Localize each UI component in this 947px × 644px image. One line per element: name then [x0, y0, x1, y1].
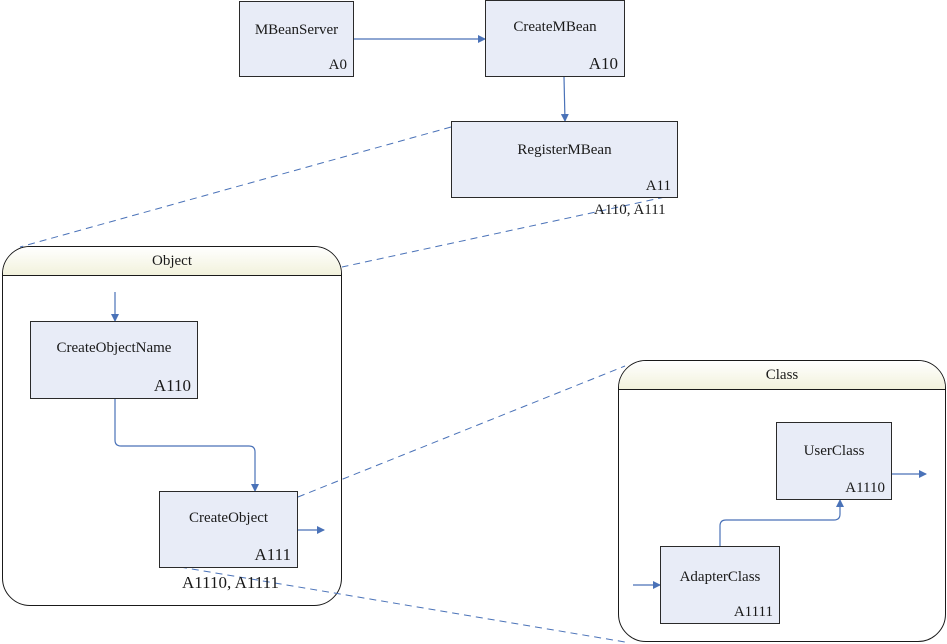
dashed-createobject-to-class-top	[297, 365, 626, 498]
userclass-label: UserClass	[803, 443, 865, 459]
createobject-code: A111	[254, 545, 291, 564]
userclass-code: A1110	[845, 480, 885, 496]
createobject-box: CreateObject A111	[159, 491, 298, 568]
mbeanserver-code: A0	[328, 57, 347, 73]
mbeanserver-box: MBeanServer A0	[239, 1, 354, 77]
createobjectname-label: CreateObjectName	[56, 340, 172, 356]
creatembean-box: CreateMBean A10	[485, 0, 625, 77]
dashed-registermbean-to-object-left	[19, 126, 452, 248]
registermbean-label: RegisterMBean	[517, 142, 612, 158]
createobjectname-code: A110	[153, 376, 191, 395]
class-frame-title: Class	[619, 361, 945, 390]
object-frame-title: Object	[3, 247, 341, 276]
mbeanserver-label: MBeanServer	[254, 22, 339, 38]
registermbean-box: RegisterMBean A11	[451, 121, 678, 198]
registermbean-code: A11	[645, 178, 671, 194]
adapterclass-box: AdapterClass A1111	[660, 546, 780, 624]
arrow-adapterclass-to-userclass	[719, 499, 844, 546]
arrow-creatembean-to-registermbean	[560, 76, 569, 122]
adapterclass-code: A1111	[733, 604, 773, 620]
adapterclass-label: AdapterClass	[679, 569, 761, 585]
registermbean-children: A110, A111	[594, 202, 666, 218]
createobject-children: A1110, A1111	[182, 573, 279, 592]
creatembean-label: CreateMBean	[513, 19, 597, 35]
creatembean-code: A10	[588, 54, 618, 73]
createobject-label: CreateObject	[188, 510, 269, 526]
dashed-createobject-to-class-bottom	[179, 566, 626, 643]
arrow-createobjectname-to-createobject	[114, 399, 259, 492]
createobjectname-box: CreateObjectName A110	[30, 321, 198, 399]
userclass-box: UserClass A1110	[776, 422, 892, 500]
